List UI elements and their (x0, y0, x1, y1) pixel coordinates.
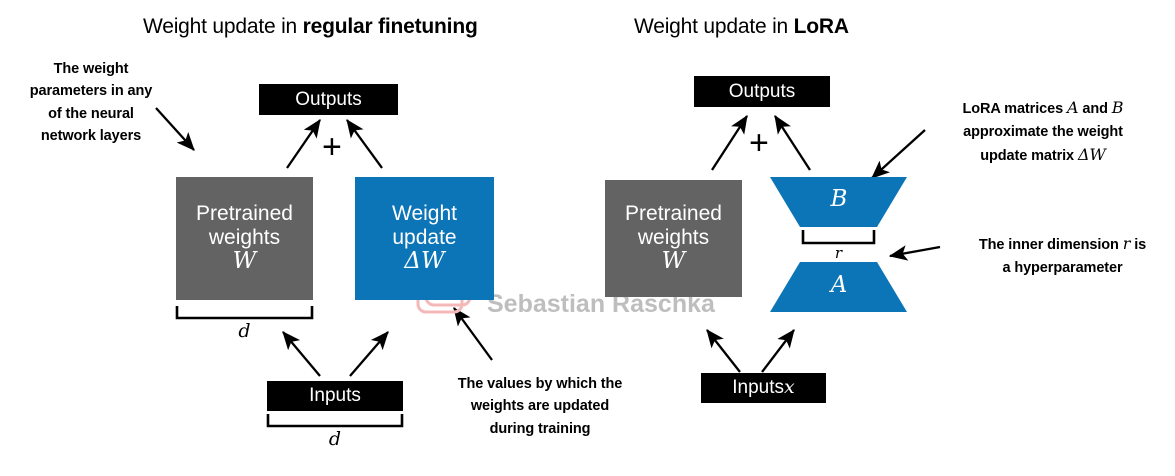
right-pretrained-weights-box: Pretrained weights W (605, 180, 742, 297)
lora-line1-mid: and (1078, 101, 1112, 117)
left-title-bold: regular finetuning (302, 15, 478, 38)
callout-line: The values by which the (457, 376, 623, 392)
inner-dimension-label: r (834, 244, 843, 262)
matrix-a-shape (770, 262, 907, 312)
lora-line1-prefix: LoRA matrices (962, 101, 1067, 117)
callout-line: approximate the weight (963, 123, 1123, 140)
left-title-prefix: Weight update in (143, 15, 303, 38)
left-pretrained-weights-box: Pretrained weights W (176, 177, 313, 300)
right-title-prefix: Weight update in (634, 15, 794, 38)
right-outputs-box: Outputs (694, 76, 830, 107)
matrix-a-label: A (830, 272, 848, 298)
matrix-b-label: B (830, 186, 848, 212)
rank-line1-prefix: The inner dimension (978, 237, 1123, 253)
callout-line: parameters in any (29, 83, 153, 100)
callout-line: weights are updated (470, 398, 610, 415)
callout-line: update matrix ΔW (918, 143, 1168, 168)
right-inputs-box: Inputs x (701, 373, 826, 403)
left-plus-sign: + (322, 128, 342, 166)
left-inputs-label: Inputs (309, 385, 361, 407)
right-panel-title: Weight update in LoRA (634, 15, 849, 39)
left-weight-update-box: Weight update ΔW (355, 177, 494, 300)
left-outputs-label: Outputs (295, 88, 362, 110)
right-title-bold: LoRA (793, 15, 849, 38)
weight-update-line-1: Weight (392, 202, 457, 226)
lora-line3-prefix: update matrix (980, 148, 1078, 165)
right-outputs-label: Outputs (728, 80, 796, 102)
lora-symbol-b: B (1111, 98, 1124, 117)
left-inputs-box: Inputs (267, 381, 403, 411)
callout-line: of the neural (48, 105, 134, 122)
pretrained-symbol: W (232, 248, 257, 275)
lora-symbol-a: A (1066, 98, 1079, 117)
callout-line: LoRA matrices A and B (918, 96, 1168, 121)
callout-line: The weight (53, 61, 129, 77)
left-panel-title: Weight update in regular finetuning (143, 15, 478, 39)
pretrained-line-2: weights (208, 225, 281, 249)
right-plus-sign: + (749, 124, 769, 162)
callout-inner-dimension: The inner dimension r is a hyperparamete… (955, 232, 1170, 279)
callout-line: a hyperparameter (1002, 259, 1123, 276)
left-weights-dim-label: d (238, 320, 251, 342)
rank-line1-suffix: is (1130, 237, 1147, 253)
lora-delta-w-symbol: ΔW (1077, 145, 1106, 165)
pretrained-line-1: Pretrained (196, 202, 293, 226)
callout-line: during training (489, 420, 591, 437)
pretrained-line-2: weights (637, 225, 710, 249)
rank-symbol-r: r (1122, 234, 1131, 253)
pretrained-symbol: W (661, 248, 686, 275)
weight-update-line-2: update (392, 225, 457, 249)
left-inputs-dim-label: d (328, 428, 342, 450)
callout-weight-parameters: The weight parameters in any of the neur… (6, 58, 176, 148)
callout-values-updated: The values by which the weights are upda… (415, 373, 665, 440)
right-inputs-symbol: x (784, 376, 795, 399)
weight-update-symbol: ΔW (404, 248, 445, 275)
pretrained-line-1: Pretrained (625, 202, 722, 226)
matrix-b-shape (770, 177, 907, 227)
callout-line: network layers (40, 128, 142, 145)
callout-line: The inner dimension r is (955, 232, 1170, 257)
callout-lora-matrices: LoRA matrices A and B approximate the we… (918, 96, 1168, 168)
left-outputs-box: Outputs (259, 84, 398, 115)
right-inputs-label: Inputs (732, 377, 785, 399)
